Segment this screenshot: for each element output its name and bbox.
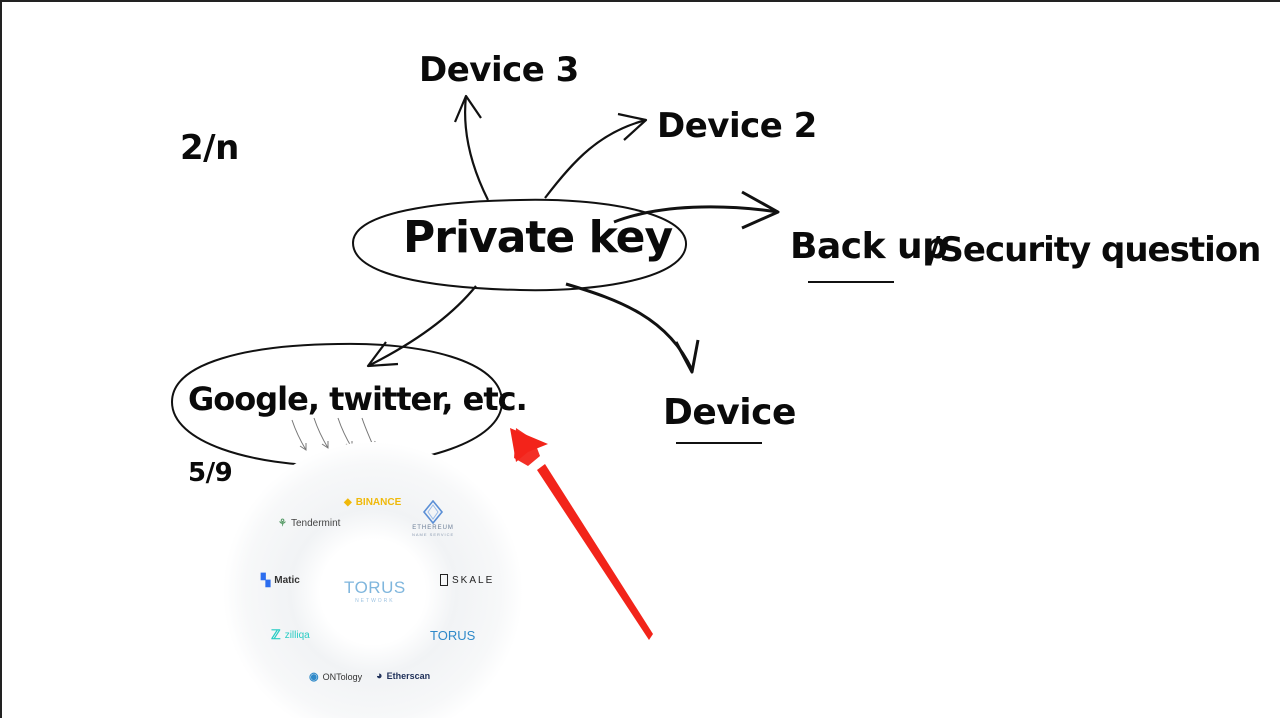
torus-network-center-logo: TORUS NETWORK bbox=[344, 578, 406, 604]
arrow-to-device3 bbox=[464, 95, 489, 201]
torus-network-ring-inner bbox=[323, 542, 423, 642]
zilliqa-logo: ℤ zilliqa bbox=[271, 627, 310, 643]
ens-text-2: NAME SERVICE bbox=[412, 532, 455, 537]
zilliqa-icon: ℤ bbox=[271, 627, 281, 642]
binance-diamond-icon: ◆ bbox=[344, 497, 352, 508]
arrowhead-device2 bbox=[617, 112, 648, 141]
ontology-text: ONTology bbox=[322, 671, 363, 682]
skale-icon bbox=[440, 574, 448, 586]
arrow-to-device2 bbox=[544, 118, 647, 199]
tendermint-text: Tendermint bbox=[290, 518, 341, 529]
etherscan-text: Etherscan bbox=[386, 671, 431, 681]
threshold-label: 2/n bbox=[180, 128, 239, 168]
social-login-label: Google, twitter, etc. bbox=[188, 380, 528, 418]
node-count-label: 5/9 bbox=[188, 458, 233, 488]
private-key-label: Private key bbox=[403, 212, 673, 263]
binance-logo: ◆ BINANCE bbox=[344, 497, 401, 508]
etherscan-icon: ◕ bbox=[376, 670, 383, 682]
binance-text: BINANCE bbox=[355, 497, 402, 508]
security-question-label: /Security question bbox=[928, 230, 1261, 270]
backup-label: Back up bbox=[790, 226, 948, 267]
etherscan-logo: ◕ Etherscan bbox=[376, 670, 430, 682]
tendermint-icon: ⚘ bbox=[278, 518, 287, 529]
matic-text: Matic bbox=[274, 574, 300, 586]
device3-label: Device 3 bbox=[419, 50, 579, 90]
skale-logo: SKALE bbox=[440, 574, 494, 586]
skale-text: SKALE bbox=[452, 574, 495, 586]
red-highlight-arrow bbox=[510, 428, 653, 640]
torus-text: TORUS bbox=[430, 628, 476, 643]
ontology-logo: ◉ ONTology bbox=[309, 670, 362, 683]
arrowhead-device bbox=[674, 339, 700, 374]
ens-text-1: ETHEREUM bbox=[412, 525, 454, 531]
arrow-to-social bbox=[367, 285, 477, 367]
matic-icon: ▚ bbox=[261, 573, 271, 587]
ontology-icon: ◉ bbox=[309, 671, 319, 683]
arrowhead-device3 bbox=[453, 94, 482, 123]
ens-logo: ETHEREUM NAME SERVICE bbox=[412, 500, 454, 537]
device-label: Device bbox=[663, 392, 796, 433]
torus-center-subtext: NETWORK bbox=[355, 598, 395, 604]
arrow-to-backup bbox=[613, 205, 779, 224]
matic-logo: ▚ Matic bbox=[261, 573, 300, 587]
tendermint-logo: ⚘ Tendermint bbox=[278, 518, 340, 529]
torus-logo: TORUS bbox=[430, 628, 475, 643]
device2-label: Device 2 bbox=[657, 106, 817, 146]
arrowhead-backup bbox=[741, 190, 780, 230]
zilliqa-text: zilliqa bbox=[284, 629, 310, 641]
arrowhead-social bbox=[366, 341, 399, 368]
ens-diamond-icon bbox=[423, 500, 444, 524]
arrow-to-device bbox=[565, 282, 694, 371]
private-key-ellipse bbox=[351, 198, 688, 292]
torus-center-text: TORUS bbox=[344, 578, 406, 597]
